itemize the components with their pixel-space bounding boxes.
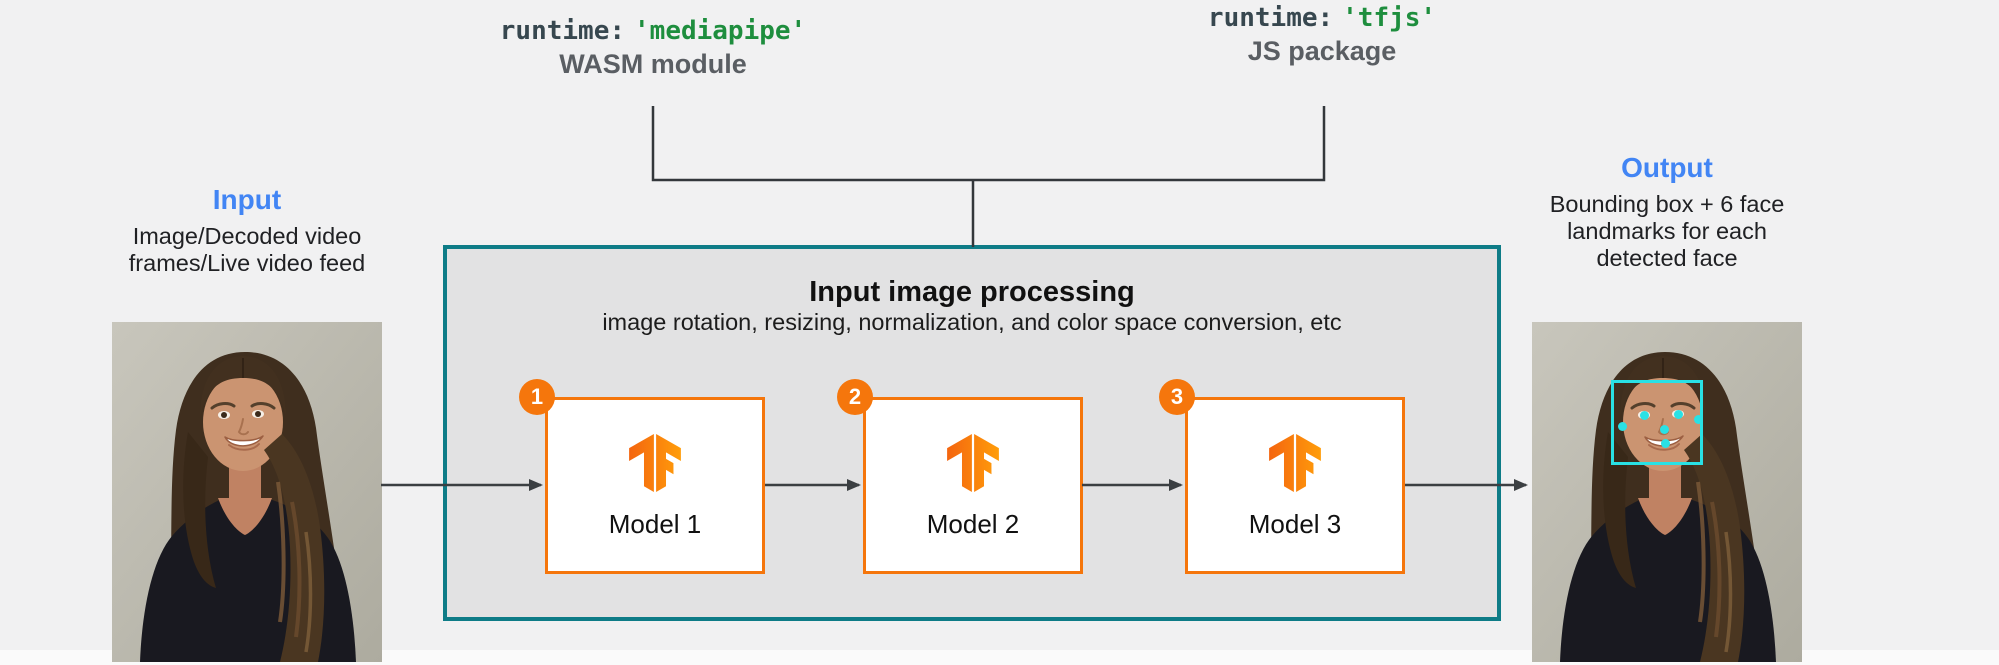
tensorflow-logo-icon [944,432,1002,494]
input-photo [112,322,382,662]
runtime-keyword: runtime: [1207,3,1334,33]
processing-subtitle: image rotation, resizing, normalization,… [602,309,1342,335]
face-landmark-dot-left-ear [1617,421,1627,431]
output-photo [1532,322,1802,662]
face-landmark-dot-mouth [1660,438,1670,448]
runtime-bracket-line [651,106,1326,182]
wasm-module-label: WASM module [559,49,747,79]
face-landmark-dot-right-ear [1693,414,1703,424]
input-label-block: Input Image/Decoded video frames/Live vi… [87,184,407,277]
step-3-badge: 3 [1159,379,1195,415]
model-3-box: Model 3 [1185,397,1405,574]
portrait-image [1532,322,1802,662]
step-2-badge: 2 [837,379,873,415]
runtime-mediapipe-block: runtime: 'mediapipe' WASM module [433,16,873,80]
output-label-block: Output Bounding box + 6 face landmarks f… [1507,152,1827,272]
input-line-1: Image/Decoded video [132,223,362,249]
runtime-mediapipe-code: runtime: 'mediapipe' [433,16,873,46]
input-title: Input [212,184,282,215]
output-line-3: detected face [1596,245,1738,271]
model-1-label: Model 1 [608,509,702,539]
model-2-box: Model 2 [863,397,1083,574]
tensorflow-logo-icon [626,432,684,494]
bottom-strip [0,650,1999,665]
model-1-box: Model 1 [545,397,765,574]
face-landmark-dot-left-eye [1639,410,1649,420]
processing-title: Input image processing [809,276,1135,308]
face-landmark-dot-right-eye [1673,409,1683,419]
output-line-2: landmarks for each [1567,218,1767,244]
runtime-tfjs-block: runtime: 'tfjs' JS package [1102,3,1542,67]
step-1-badge: 1 [519,379,555,415]
model-3-label: Model 3 [1248,509,1342,539]
js-package-label: JS package [1247,36,1397,66]
portrait-image [112,322,382,662]
runtime-value-mediapipe: 'mediapipe' [634,16,807,46]
output-title: Output [1621,152,1713,183]
runtime-tfjs-code: runtime: 'tfjs' [1102,3,1542,33]
runtime-value-tfjs: 'tfjs' [1342,3,1437,33]
face-landmark-dot-nose [1659,424,1669,434]
tensorflow-logo-icon [1266,432,1324,494]
model-2-label: Model 2 [926,509,1020,539]
input-line-2: frames/Live video feed [128,250,366,276]
output-line-1: Bounding box + 6 face [1549,191,1785,217]
runtime-keyword: runtime: [499,16,626,46]
